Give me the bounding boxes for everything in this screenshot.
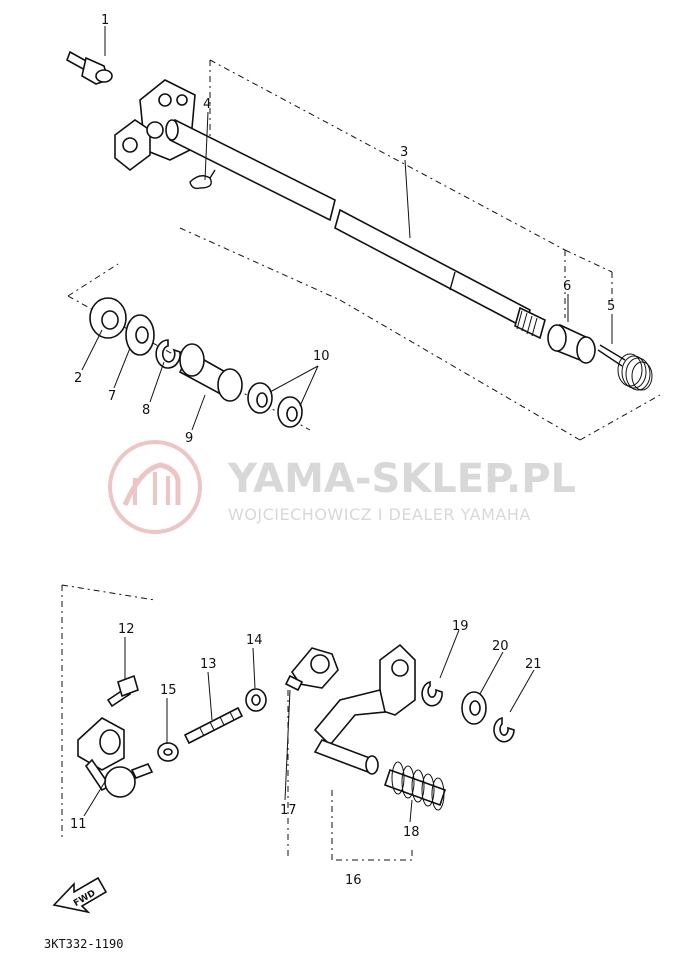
part-20-washer xyxy=(461,691,487,725)
callout-9: 9 xyxy=(185,431,193,446)
part-11-shift-arm xyxy=(77,717,154,798)
callout-4: 4 xyxy=(203,97,211,112)
leader-lines-lower xyxy=(83,629,535,823)
callout-8: 8 xyxy=(142,403,150,418)
diagram-code: 3KT332-1190 xyxy=(44,937,123,951)
callout-11: 11 xyxy=(70,817,87,832)
part-4-clip xyxy=(189,169,216,190)
callout-12: 12 xyxy=(118,622,135,637)
part-1-bolt xyxy=(66,50,113,85)
callout-3: 3 xyxy=(400,145,408,160)
callout-18: 18 xyxy=(403,825,420,840)
part-8-circlip xyxy=(155,339,181,369)
callout-21: 21 xyxy=(525,657,542,672)
callout-19: 19 xyxy=(452,619,469,634)
part-3-shift-shaft xyxy=(165,118,546,340)
forward-arrow-icon: FWD xyxy=(52,876,108,914)
watermark-subtitle: WOJCIECHOWICZ I DEALER YAMAHA xyxy=(228,505,531,524)
part-14-nut xyxy=(245,688,267,712)
callout-5: 5 xyxy=(607,299,615,314)
part-12-bolt xyxy=(106,674,139,708)
callout-labels: 1 2 3 4 5 6 7 8 9 10 11 12 13 14 15 16 1… xyxy=(70,13,615,888)
part-18-pedal-rubber xyxy=(383,761,447,811)
callout-6: 6 xyxy=(563,279,571,294)
callout-2: 2 xyxy=(74,371,82,386)
callout-14: 14 xyxy=(246,633,263,648)
part-9-bushing xyxy=(178,343,243,402)
callout-10: 10 xyxy=(313,349,330,364)
part-2-oil-seal xyxy=(89,297,127,339)
watermark: YAMA-SKLEP.PL WOJCIECHOWICZ I DEALER YAM… xyxy=(108,440,576,534)
part-21-circlip xyxy=(493,716,515,743)
leader-lines-upper xyxy=(81,26,613,431)
callout-17: 17 xyxy=(280,803,297,818)
callout-1: 1 xyxy=(101,13,109,28)
yamaha-logo-icon xyxy=(108,440,202,534)
part-16-shift-pedal xyxy=(313,643,416,775)
part-10-seal-pair xyxy=(247,382,303,428)
callout-20: 20 xyxy=(492,639,509,654)
part-17-rod-end xyxy=(284,647,339,692)
part-7-washer xyxy=(125,314,155,356)
part-5-spring xyxy=(597,344,653,391)
callout-13: 13 xyxy=(200,657,217,672)
part-13-shift-rod xyxy=(183,706,244,745)
part-19-circlip xyxy=(421,680,443,707)
watermark-title: YAMA-SKLEP.PL xyxy=(227,456,576,502)
part-6-collar xyxy=(547,323,596,364)
callout-7: 7 xyxy=(108,389,116,404)
callout-15: 15 xyxy=(160,683,177,698)
callout-16: 16 xyxy=(345,873,362,888)
part-15-nut xyxy=(157,742,179,762)
part-shift-arm-bracket xyxy=(114,79,196,172)
